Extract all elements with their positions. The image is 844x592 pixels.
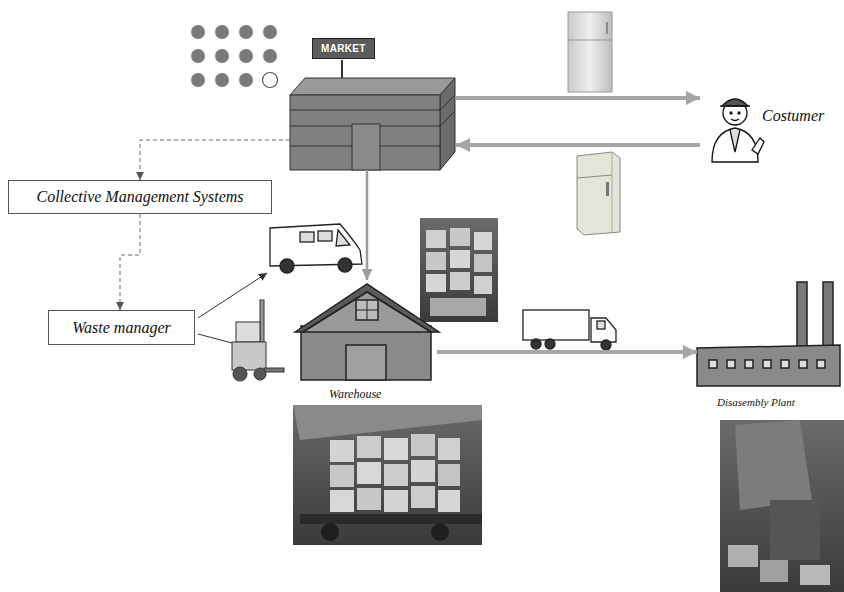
customer-figure (712, 99, 764, 162)
truck-icon (523, 310, 616, 350)
box-label: Collective Management Systems (36, 188, 243, 206)
forklift-icon (232, 300, 284, 381)
dashed-connector (120, 214, 140, 310)
factory-icon (697, 282, 840, 386)
warehouse-label: Warehouse (329, 387, 381, 402)
van-icon (270, 224, 362, 273)
dot-grid (191, 25, 278, 88)
old-fridge-photo (577, 152, 620, 235)
flow-arrow (437, 350, 697, 354)
leader-lines (198, 273, 267, 343)
warehouse-building (295, 284, 439, 380)
warehouse-node: Warehouse (295, 280, 437, 400)
management-box: Collective Management Systems (8, 180, 272, 214)
customer-label: Costumer (762, 107, 824, 125)
flow-arrow (366, 170, 369, 280)
customer-node: Costumer (700, 85, 830, 163)
waste-manager-box: Waste manager (48, 310, 195, 345)
plant-photo (720, 420, 844, 592)
plant-node: Disasembly Plant (697, 278, 840, 410)
flow-arrow (456, 143, 700, 147)
market-sign: MARKET (312, 38, 375, 59)
dashed-connector (140, 140, 290, 180)
truck-photo (293, 405, 482, 545)
market-node: MARKET (290, 36, 456, 170)
fridge-photo (568, 12, 612, 92)
market-building (290, 60, 455, 170)
boxes-photo (420, 218, 498, 322)
box-label: Waste manager (72, 319, 171, 337)
flow-arrow (456, 96, 700, 100)
plant-label: Disasembly Plant (717, 396, 795, 408)
